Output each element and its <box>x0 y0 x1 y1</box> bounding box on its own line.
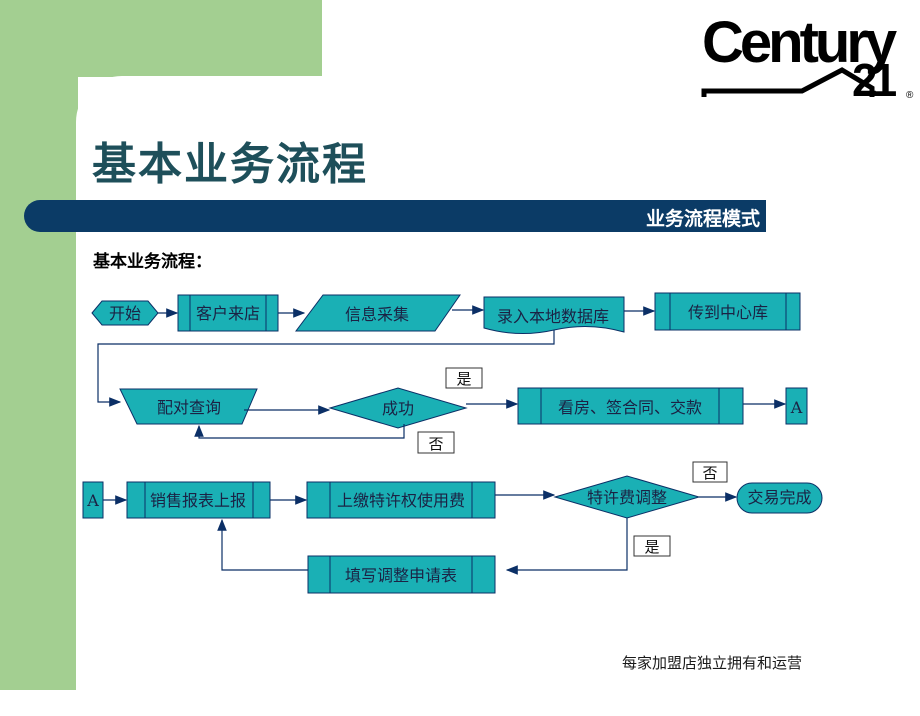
flowchart: 开始 客户来店 信息采集 录入本地数据库 传到中心库 配对查询 成功 看房、签合… <box>82 292 823 594</box>
section-band: 业务流程模式 <box>24 200 766 232</box>
arrow-success-no-loop <box>194 424 405 439</box>
diagram-subtitle: 基本业务流程： <box>93 252 212 272</box>
upload-node <box>654 292 801 331</box>
report-node <box>126 481 271 519</box>
no2-label: 否 <box>702 464 717 482</box>
apply-node <box>307 555 496 594</box>
century21-logo: Century 21 ® <box>701 10 914 104</box>
record-label: 录入本地数据库 <box>497 307 609 326</box>
adjust-label: 特许费调整 <box>587 488 667 507</box>
yes2-box <box>633 535 671 557</box>
success-label: 成功 <box>382 399 414 418</box>
info-node <box>295 294 461 332</box>
info-label: 信息采集 <box>345 305 409 324</box>
logo-registered-mark: ® <box>906 90 914 101</box>
view-label: 看房、签合同、交款 <box>558 398 702 417</box>
yes2-label: 是 <box>644 538 659 556</box>
done-label: 交易完成 <box>747 488 811 507</box>
logo-wordmark: Century <box>702 10 897 75</box>
a1-label: A <box>790 398 803 417</box>
page-title: 基本业务流程 <box>92 139 368 190</box>
match-label: 配对查询 <box>157 398 221 417</box>
logo-roof-icon <box>701 67 875 97</box>
no1-box <box>417 431 455 454</box>
yes1-label: 是 <box>456 370 471 388</box>
record-node <box>483 296 625 335</box>
success-diamond <box>328 387 468 429</box>
top-green-block <box>0 0 322 77</box>
view-node <box>517 387 744 425</box>
match-node <box>119 388 258 425</box>
apply-label: 填写调整申请表 <box>345 566 457 585</box>
customer-node <box>177 294 279 332</box>
sidebar-green <box>0 0 78 690</box>
no1-label: 否 <box>428 435 443 453</box>
start-label: 开始 <box>109 304 141 323</box>
fee-label: 上缴特许权使用费 <box>337 491 465 510</box>
arrow-record-match <box>97 330 555 407</box>
no2-box <box>692 461 728 483</box>
arrow-apply-report <box>217 518 308 571</box>
arrow-adjust-apply <box>505 518 628 575</box>
report-label: 销售报表上报 <box>150 491 246 510</box>
a2-label: A <box>86 491 99 510</box>
upload-label: 传到中心库 <box>688 303 768 322</box>
band-label: 业务流程模式 <box>645 208 760 230</box>
yes1-box <box>445 367 483 389</box>
footer-note: 每家加盟店独立拥有和运营 <box>622 654 803 672</box>
customer-label: 客户来店 <box>196 304 260 323</box>
